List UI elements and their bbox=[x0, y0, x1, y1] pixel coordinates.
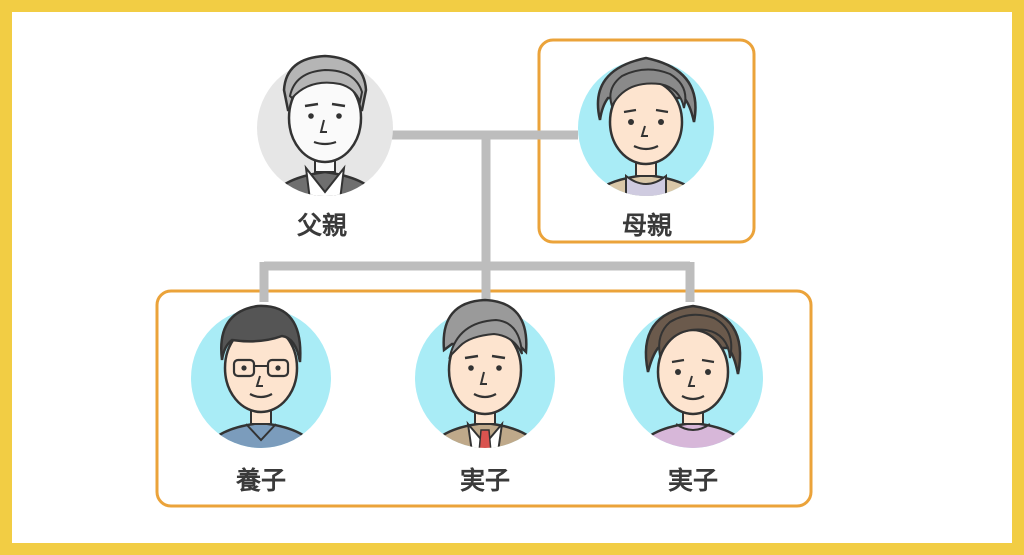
father-avatar bbox=[257, 54, 393, 196]
mother-highlight-box bbox=[537, 38, 756, 244]
mother-label: 母親 bbox=[621, 211, 672, 240]
biological-child-1-label: 実子 bbox=[459, 466, 510, 495]
biological-child-2-label: 実子 bbox=[667, 466, 718, 495]
mother-avatar bbox=[578, 56, 714, 196]
father-label: 父親 bbox=[296, 211, 347, 240]
adopted-child-label: 養子 bbox=[235, 466, 286, 495]
connector-lines bbox=[259, 130, 695, 306]
biological-child-2-avatar bbox=[623, 304, 763, 448]
biological-child-1-avatar bbox=[415, 298, 555, 448]
canvas bbox=[12, 12, 1012, 543]
adopted-child-avatar bbox=[191, 304, 331, 448]
